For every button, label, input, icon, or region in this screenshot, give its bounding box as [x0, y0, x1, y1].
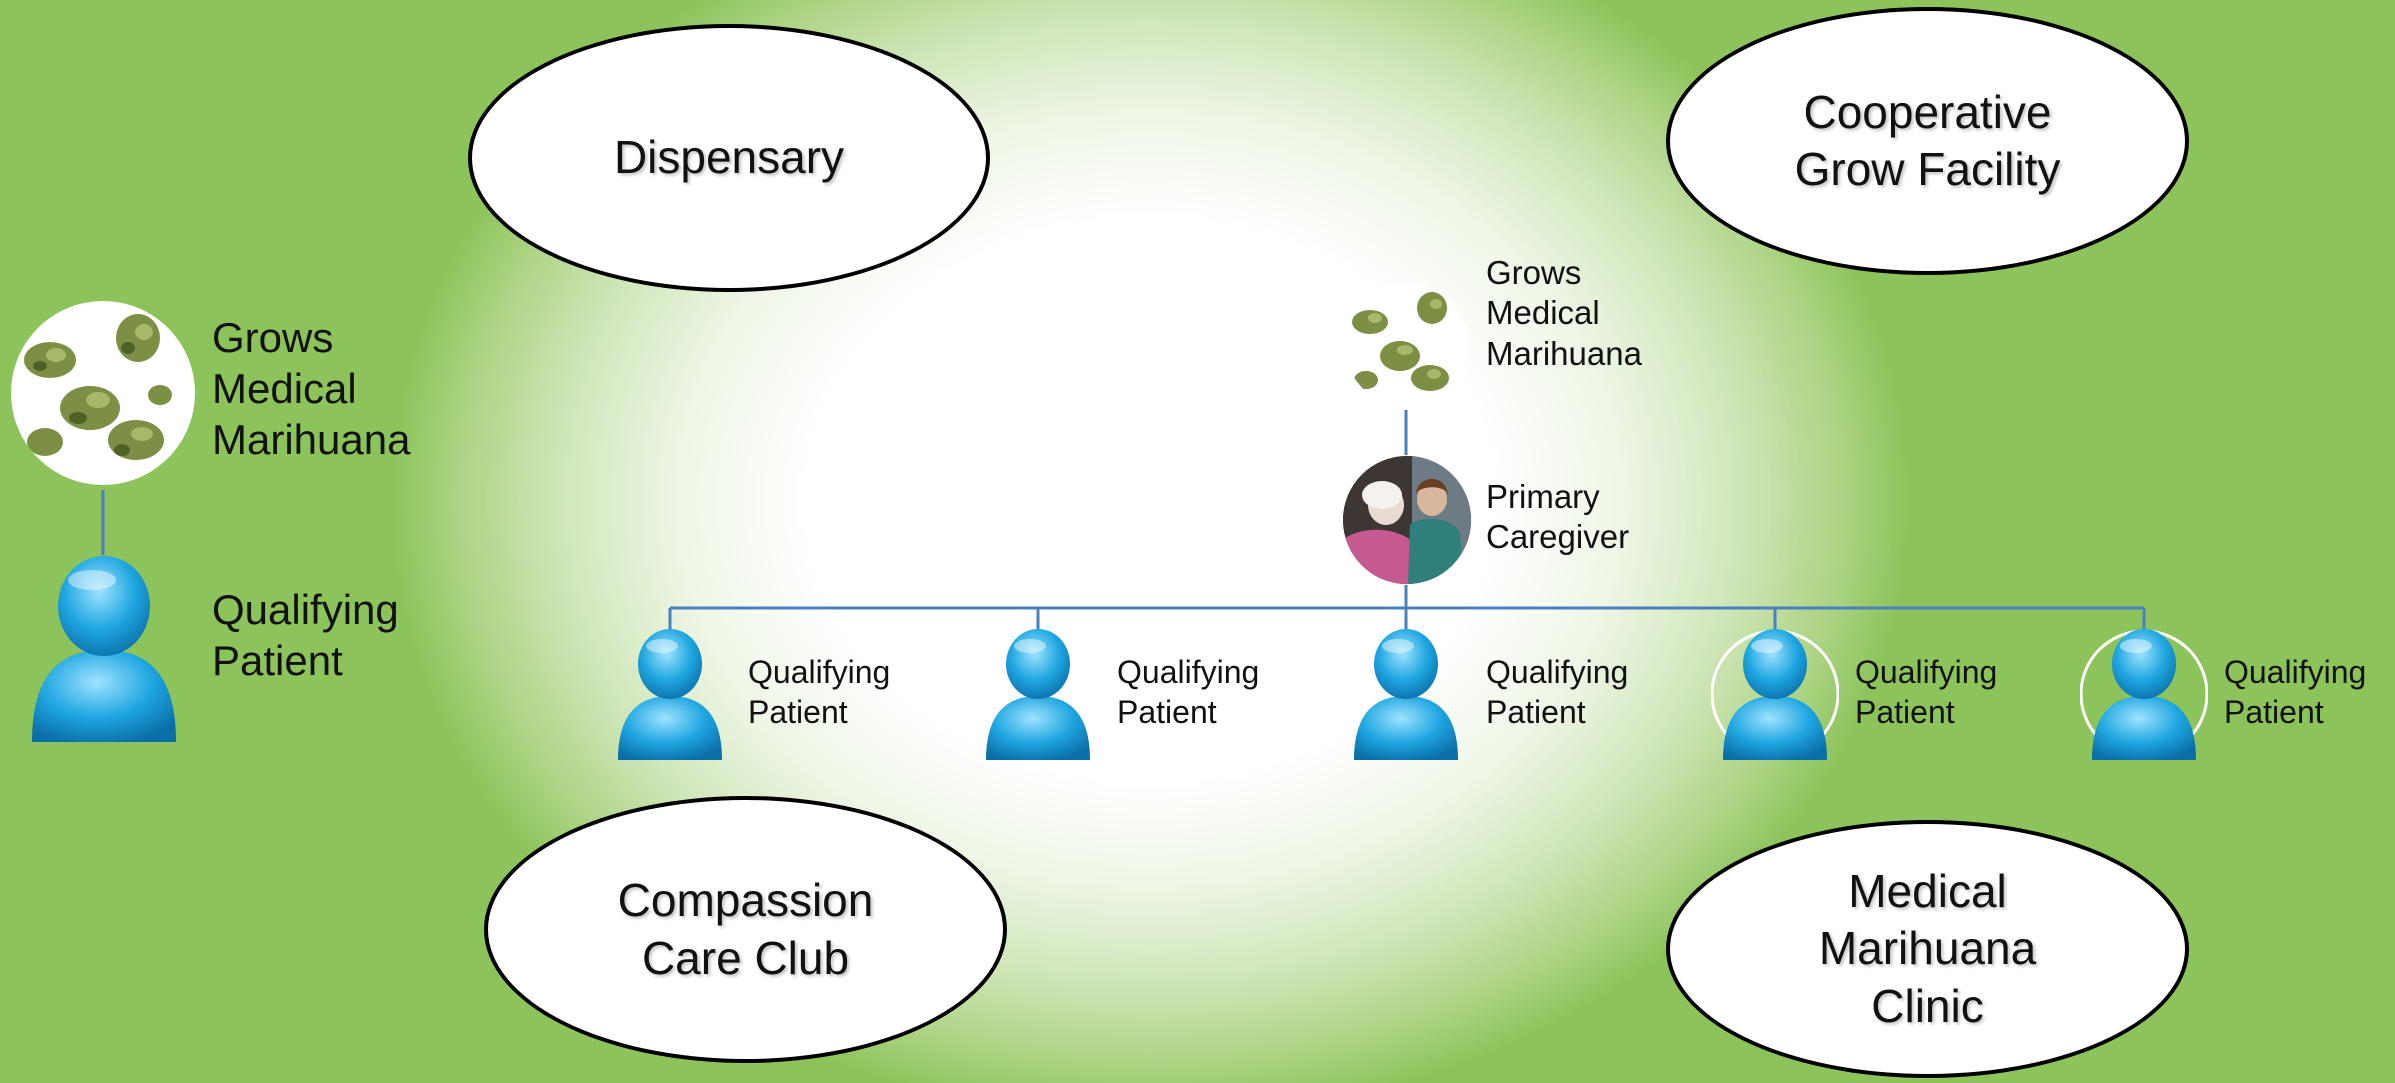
center-grower-label: Grows Medical Marihuana [1486, 254, 1642, 372]
cannabis-buds-icon [11, 301, 195, 485]
left-grower-node [10, 300, 196, 486]
center-grower-node [1344, 282, 1470, 408]
patient-node-3 [1342, 628, 1470, 760]
medical-marihuana-clinic-label: Medical Marihuana Clinic [1818, 864, 2037, 1032]
compassion-care-club-label: Compassion Care Club [617, 874, 874, 984]
cooperative-grow-facility-label: Cooperative Grow Facility [1794, 85, 2061, 196]
person-icon [618, 629, 722, 760]
patient-node-1 [606, 628, 734, 760]
left-patient-node [22, 552, 186, 742]
patient-label-3: Qualifying Patient [1486, 654, 1629, 730]
patient-label-4: Qualifying Patient [1855, 654, 1998, 730]
person-icon [2080, 629, 2208, 760]
cannabis-buds-icon [1345, 283, 1469, 407]
dispensary-label: Dispensary [613, 131, 845, 184]
patient-node-4 [1711, 628, 1839, 760]
patient-label-5: Qualifying Patient [2224, 654, 2367, 730]
left-patient-label: Qualifying Patient [212, 586, 399, 685]
person-icon [1711, 629, 1839, 760]
person-icon [986, 629, 1090, 760]
dispensary-ellipse: Dispensary [468, 24, 990, 292]
person-icon [1354, 629, 1458, 760]
left-grower-label: Grows Medical Marihuana [212, 314, 411, 464]
medical-marihuana-clinic-ellipse: Medical Marihuana Clinic [1666, 820, 2189, 1078]
compassion-care-club-ellipse: Compassion Care Club [484, 796, 1007, 1063]
patient-label-1: Qualifying Patient [748, 654, 891, 730]
patient-node-5 [2080, 628, 2208, 760]
patient-label-2: Qualifying Patient [1117, 654, 1260, 730]
caregiver-label: Primary Caregiver [1486, 478, 1630, 556]
caregiver-photo-icon [1343, 456, 1471, 584]
cooperative-grow-facility-ellipse: Cooperative Grow Facility [1666, 7, 2189, 275]
patient-node-2 [974, 628, 1102, 760]
caregiver-node [1342, 455, 1472, 585]
person-icon [32, 556, 176, 742]
